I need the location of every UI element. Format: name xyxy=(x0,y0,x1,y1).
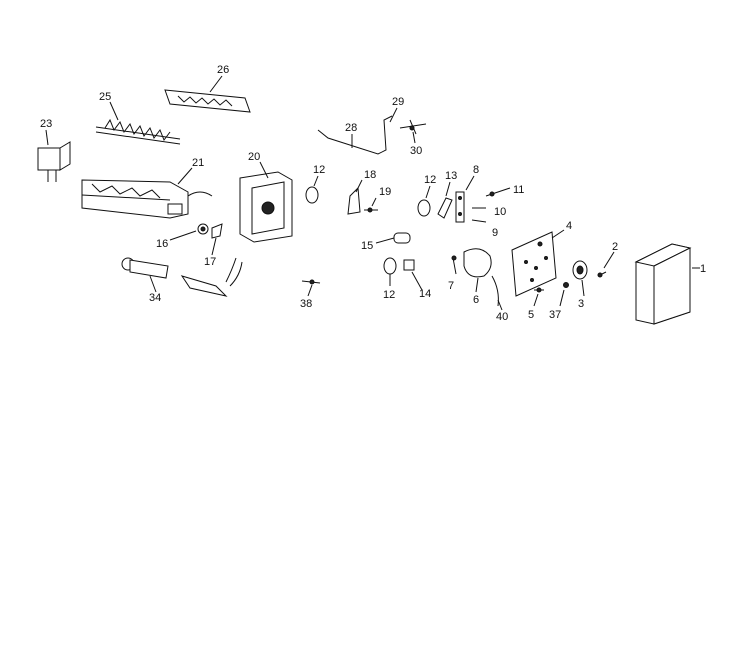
callout-10: 10 xyxy=(494,206,506,218)
callout-9: 9 xyxy=(492,227,498,239)
callout-16: 16 xyxy=(156,238,168,250)
part-20-housing xyxy=(239,161,293,243)
part-25-ejector xyxy=(95,101,181,145)
callout-26: 26 xyxy=(217,64,229,76)
callout-15: 15 xyxy=(361,240,373,252)
callout-5: 5 xyxy=(528,309,534,321)
part-7-6-40 xyxy=(451,248,503,311)
callout-1: 1 xyxy=(700,263,706,275)
callout-12-upper-left: 12 xyxy=(313,164,325,176)
callout-38: 38 xyxy=(300,298,312,310)
part-18-19-12 xyxy=(305,175,378,215)
part-28-arm xyxy=(317,107,427,155)
callout-13: 13 xyxy=(445,170,457,182)
callout-30: 30 xyxy=(410,145,422,157)
part-34-part-38 xyxy=(121,257,321,297)
callout-6: 6 xyxy=(473,294,479,306)
part-12-13-8-10-11-9 xyxy=(417,175,511,223)
part-26-rail xyxy=(164,75,251,113)
callout-11: 11 xyxy=(513,184,524,196)
callout-14: 14 xyxy=(419,288,431,300)
callout-17: 17 xyxy=(204,256,216,268)
callout-20: 20 xyxy=(248,151,260,163)
callout-12-lower: 12 xyxy=(383,289,395,301)
callout-3: 3 xyxy=(578,298,584,310)
part-21-ice-mold xyxy=(81,167,213,219)
callout-19: 19 xyxy=(379,186,391,198)
callout-4: 4 xyxy=(566,220,572,232)
callout-7: 7 xyxy=(448,280,454,292)
callout-23: 23 xyxy=(40,118,52,130)
part-16-part-17 xyxy=(169,223,223,256)
callout-2: 2 xyxy=(612,241,618,253)
callout-18: 18 xyxy=(364,169,376,181)
part-5-37-3-2 xyxy=(533,251,615,307)
callout-34: 34 xyxy=(149,292,161,304)
part-4-plate xyxy=(511,229,565,297)
part-23-fill-cup xyxy=(37,129,71,182)
part-1-cover xyxy=(634,243,700,325)
callout-21: 21 xyxy=(192,157,204,169)
part-15-12-14 xyxy=(375,232,423,291)
callout-28: 28 xyxy=(345,122,357,134)
callout-25: 25 xyxy=(99,91,111,103)
callout-12-upper-right: 12 xyxy=(424,174,436,186)
callout-29: 29 xyxy=(392,96,404,108)
callout-40: 40 xyxy=(496,311,508,323)
callout-37: 37 xyxy=(549,309,561,321)
callout-8: 8 xyxy=(473,164,479,176)
